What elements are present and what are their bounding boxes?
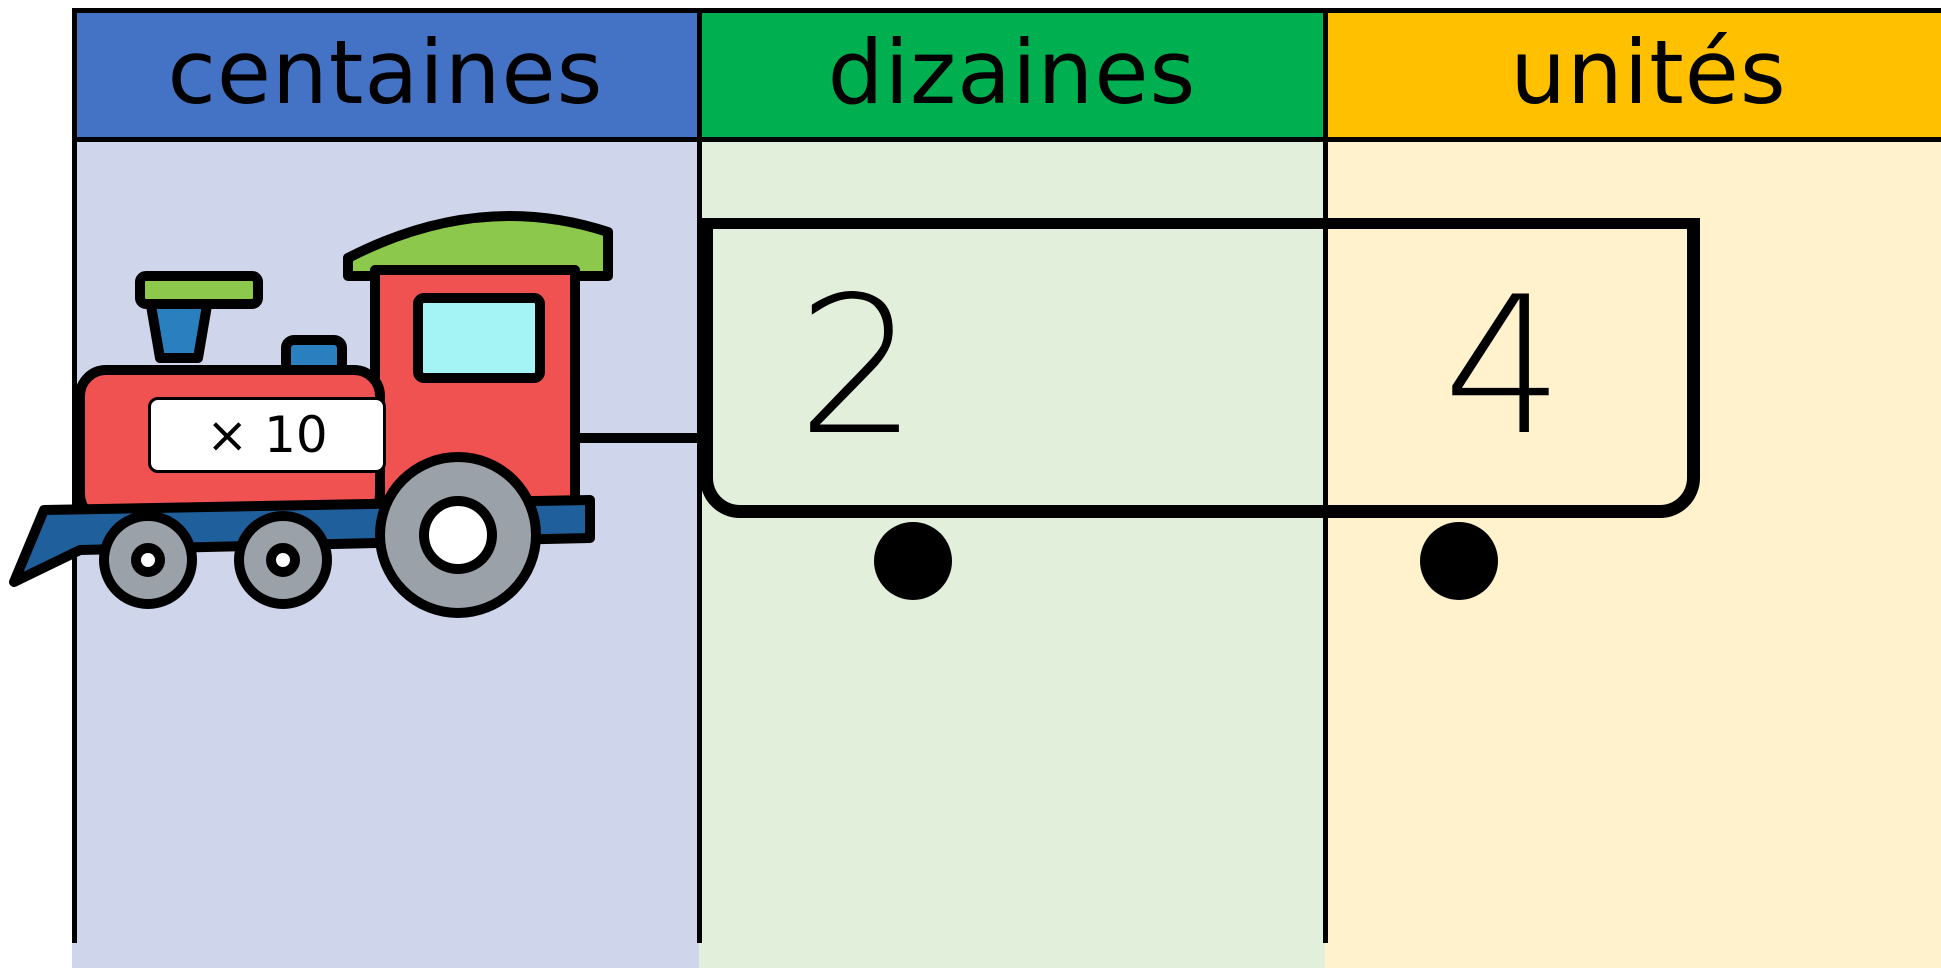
smokestack-rim [140,276,258,304]
column-header-centaines: centaines [72,8,699,142]
units-digit: 4 [1443,272,1564,462]
column-label-dizaines: dizaines [828,21,1197,124]
locomotive-window [418,298,540,378]
wagon-wheel-left [874,522,952,600]
tens-digit: 2 [797,272,918,462]
big-wheel-hub [424,501,492,569]
wagon-divider [1323,218,1328,518]
column-label-unites: unités [1510,21,1787,124]
column-header-dizaines: dizaines [699,8,1325,142]
multiplier-label: × 10 [206,406,327,464]
table-top-border [72,8,1941,13]
wagon-wheel-right [1420,522,1498,600]
multiplier-badge: × 10 [148,397,386,473]
small-wheel-1-hub [136,548,160,572]
column-header-unites: unités [1325,8,1941,142]
column-label-centaines: centaines [168,21,604,124]
small-wheel-2-hub [271,548,295,572]
